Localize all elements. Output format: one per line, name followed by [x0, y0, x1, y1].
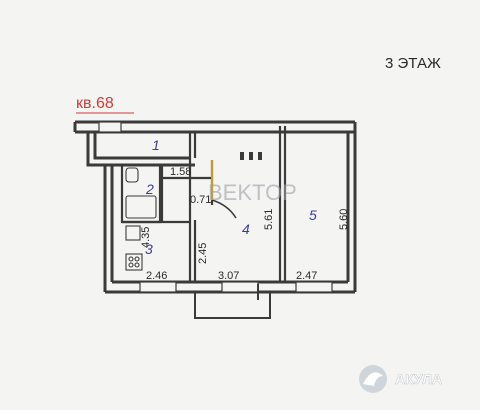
room-number-3: 3	[145, 241, 153, 257]
watermark-text: BEKTOP	[208, 180, 297, 205]
radiator-bar	[258, 152, 262, 160]
dimensions: 1.58 0.71 4.35 2.45 2.46 3.07 2.47 5.61 …	[140, 166, 350, 282]
dim-3-07: 3.07	[218, 270, 239, 282]
stove-burner	[128, 262, 134, 268]
room-number-2: 2	[145, 181, 154, 197]
radiator	[240, 152, 262, 160]
toilet	[125, 167, 139, 183]
floor-label: 3 ЭТАЖ	[385, 55, 441, 72]
door-swing	[211, 199, 237, 219]
corridor-wall-inner	[93, 132, 190, 160]
dim-5-60: 5.60	[338, 209, 350, 230]
window-room5	[295, 281, 333, 293]
bathtub	[125, 195, 157, 219]
brand-logo: АКУЛА	[359, 365, 442, 393]
window-kitchen	[139, 281, 177, 293]
window-room4	[221, 281, 259, 293]
dim-1-58: 1.58	[170, 166, 191, 178]
brand-text: АКУЛА	[395, 371, 442, 387]
room-numbers: 1 2 3 4 5	[145, 137, 317, 257]
dim-5-61: 5.61	[263, 209, 275, 230]
balcony	[194, 284, 271, 319]
sink	[125, 225, 141, 241]
stove	[125, 253, 143, 271]
partitions	[120, 126, 287, 282]
stove-burner	[134, 262, 140, 268]
window-top	[98, 121, 122, 133]
dim-4-35: 4.35	[140, 227, 152, 248]
dim-2-45: 2.45	[197, 243, 209, 264]
room-number-4: 4	[242, 221, 250, 237]
dim-0-71: 0.71	[190, 194, 211, 206]
room-number-1: 1	[152, 137, 160, 153]
stove-burner	[134, 256, 140, 262]
radiator-bar	[249, 152, 253, 160]
dim-2-47: 2.47	[296, 270, 317, 282]
dim-2-46: 2.46	[146, 270, 167, 282]
shark-fin	[363, 372, 383, 386]
radiator-bar	[240, 152, 244, 160]
balcony-outline	[194, 292, 271, 319]
apartment-label: кв.68	[76, 95, 114, 112]
fixtures	[125, 167, 157, 271]
stove-burner	[128, 256, 134, 262]
room-number-5: 5	[309, 207, 317, 223]
windows	[139, 281, 333, 293]
